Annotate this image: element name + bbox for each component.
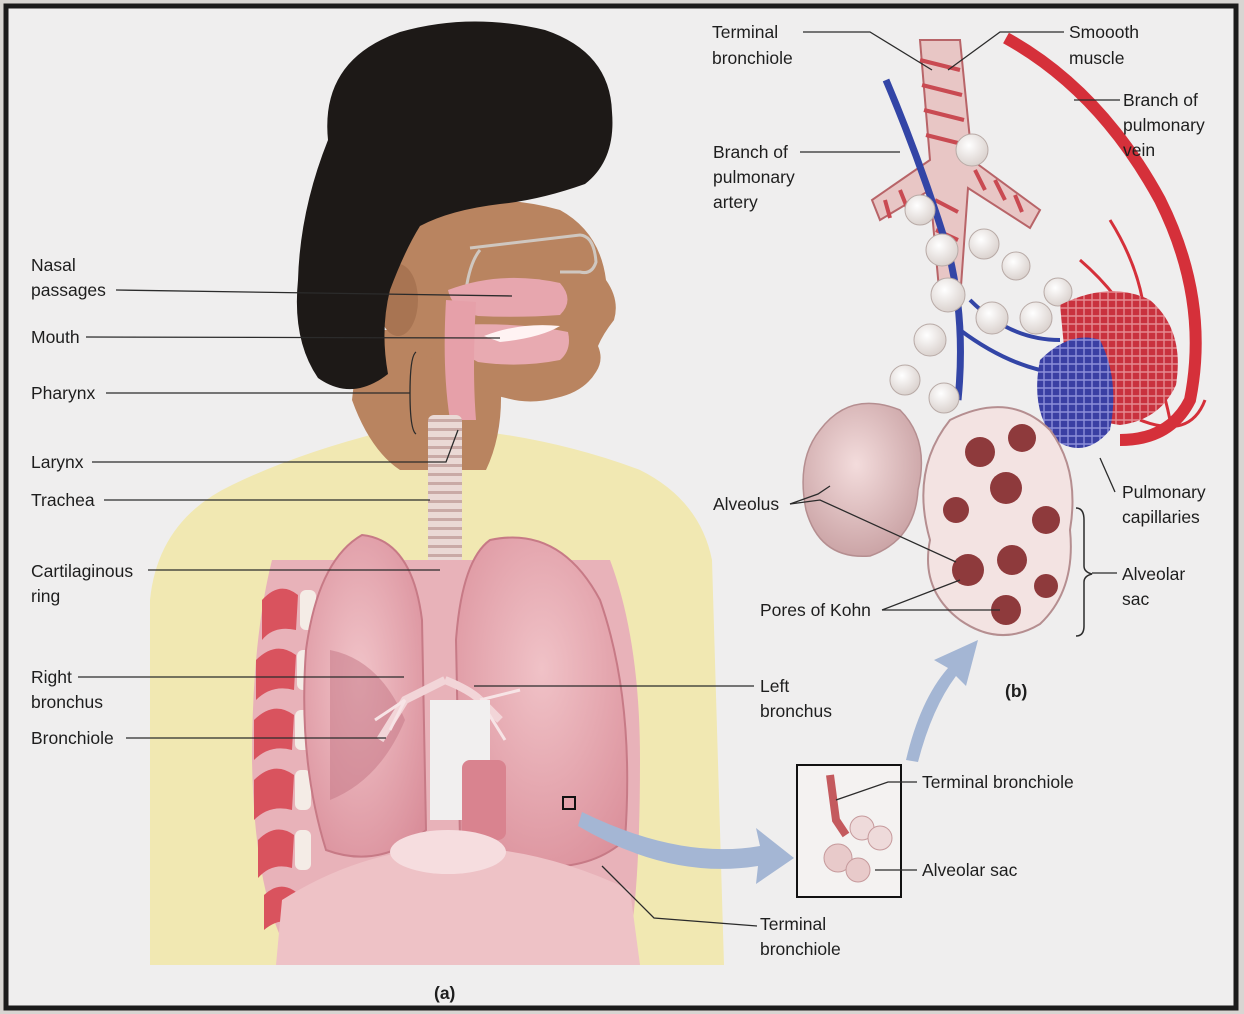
label-terminal-bronchiole-a-line2: bronchiole (760, 939, 841, 959)
label-pulmonary-vein-line2: pulmonary (1123, 115, 1205, 135)
label-pulmonary-artery-line3: artery (713, 192, 758, 212)
label-larynx: Larynx (31, 452, 84, 472)
diaphragm-center (390, 830, 506, 874)
label-pulmonary-artery-line1: Branch of (713, 142, 788, 162)
pharynx-tube (445, 300, 476, 420)
label-alveolar-sac-line1: Alveolar (1122, 564, 1185, 584)
label-pores-of-kohn: Pores of Kohn (760, 600, 871, 620)
inset-sac-2 (868, 826, 892, 850)
label-trachea: Trachea (31, 490, 95, 510)
inset-sac-4 (846, 858, 870, 882)
label-nasal-line2: passages (31, 280, 106, 300)
label-pulmonary-vein-line3: vein (1123, 140, 1155, 160)
inset-detail (797, 765, 901, 897)
label-terminal-bronchiole-a-line1: Terminal (760, 914, 826, 934)
label-pharynx: Pharynx (31, 383, 95, 403)
label-left-bronchus-line2: bronchus (760, 701, 832, 721)
caption-panel-b: (b) (1005, 681, 1027, 701)
label-pulmonary-vein-line1: Branch of (1123, 90, 1198, 110)
label-bronchiole: Bronchiole (31, 728, 114, 748)
label-alveolar-sac-line2: sac (1122, 589, 1149, 609)
aorta (462, 760, 506, 840)
label-b-terminal-bronchiole-line1: Terminal (712, 22, 778, 42)
label-pulmonary-capillaries-line1: Pulmonary (1122, 482, 1206, 502)
label-mouth: Mouth (31, 327, 80, 347)
label-smooth-muscle-line2: muscle (1069, 48, 1124, 68)
label-pulmonary-capillaries-line2: capillaries (1122, 507, 1200, 527)
label-cartilaginous-line1: Cartilaginous (31, 561, 133, 581)
label-left-bronchus-line1: Left (760, 676, 789, 696)
label-b-terminal-bronchiole-line2: bronchiole (712, 48, 793, 68)
label-inset-terminal-bronchiole: Terminal bronchiole (922, 772, 1074, 792)
label-cartilaginous-line2: ring (31, 586, 60, 606)
label-nasal-line1: Nasal (31, 255, 76, 275)
label-pulmonary-artery-line2: pulmonary (713, 167, 795, 187)
label-right-bronchus-line2: bronchus (31, 692, 103, 712)
label-smooth-muscle-line1: Smoooth (1069, 22, 1139, 42)
label-alveolus: Alveolus (713, 494, 779, 514)
label-right-bronchus-line1: Right (31, 667, 72, 687)
label-inset-alveolar-sac: Alveolar sac (922, 860, 1018, 880)
caption-panel-a: (a) (434, 983, 455, 1003)
